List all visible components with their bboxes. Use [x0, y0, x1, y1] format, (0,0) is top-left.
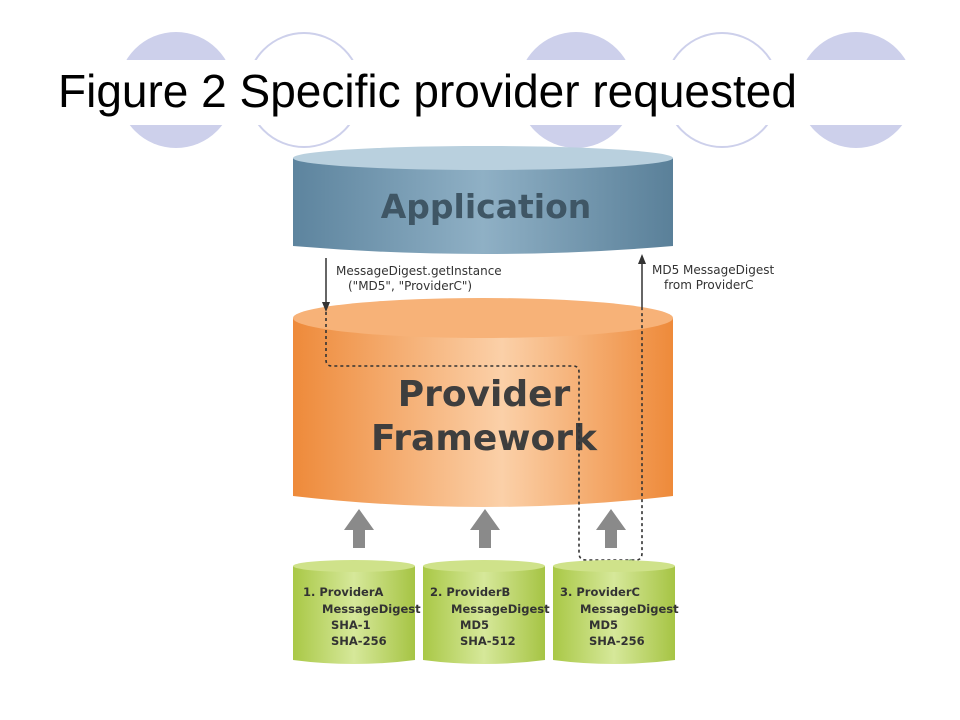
provider-cylinder-c: 3. ProviderC MessageDigest MD5 SHA-256 [553, 560, 679, 664]
framework-label-line1: Provider [398, 374, 571, 415]
provider-c-name: 3. ProviderC [560, 585, 640, 599]
up-arrow-b [470, 509, 500, 548]
provider-b-name: 2. ProviderB [430, 585, 510, 599]
provider-a-algo-2: SHA-256 [331, 634, 387, 648]
provider-c-algo-2: SHA-256 [589, 634, 645, 648]
request-arrow [322, 258, 330, 312]
provider-b-algo-2: SHA-512 [460, 634, 516, 648]
provider-a-name: 1. ProviderA [303, 585, 384, 599]
request-label-line1: MessageDigest.getInstance [336, 264, 502, 278]
provider-c-service: MessageDigest [580, 602, 679, 616]
provider-a-algo-1: SHA-1 [331, 618, 371, 632]
provider-cylinder-b: 2. ProviderB MessageDigest MD5 SHA-512 [423, 560, 550, 664]
provider-arrows [344, 509, 626, 548]
application-label: Application [381, 187, 592, 226]
request-label-line2: ("MD5", "ProviderC") [348, 279, 472, 293]
framework-label-line2: Framework [371, 418, 598, 459]
application-cylinder: Application [293, 146, 673, 254]
provider-a-service: MessageDigest [322, 602, 421, 616]
framework-cylinder: Provider Framework [293, 298, 673, 507]
provider-b-algo-1: MD5 [460, 618, 489, 632]
request-path-dashed [325, 310, 643, 561]
response-label-line1: MD5 MessageDigest [652, 263, 774, 277]
up-arrow-a [344, 509, 374, 548]
up-arrow-c [596, 509, 626, 548]
provider-c-algo-1: MD5 [589, 618, 618, 632]
slide-title: Figure 2 Specific provider requested [58, 65, 797, 117]
title-backdrop [0, 60, 960, 125]
provider-b-service: MessageDigest [451, 602, 550, 616]
response-arrow [638, 254, 646, 310]
provider-cylinder-a: 1. ProviderA MessageDigest SHA-1 SHA-256 [293, 560, 421, 664]
response-label-line2: from ProviderC [664, 278, 754, 292]
